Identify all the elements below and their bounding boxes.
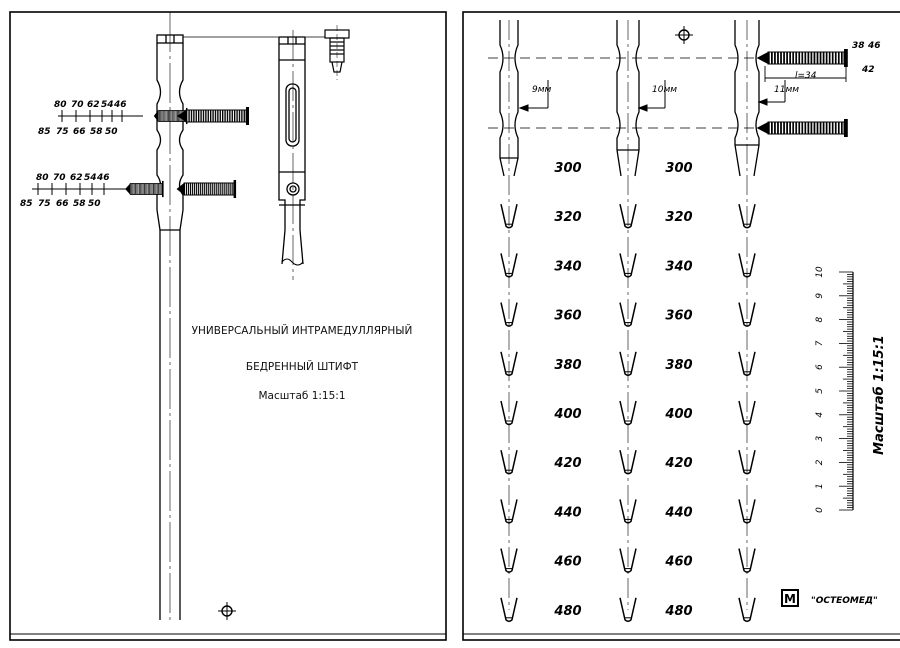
nail-length-label: 380 (665, 358, 692, 373)
nail-length-label: 440 (553, 505, 581, 520)
scale-label: 58 (73, 199, 86, 209)
nail-length-label: 360 (665, 309, 692, 324)
ruler-tick-label: 8 (815, 316, 825, 322)
scale-ruler: 0 1 2 3 4 5 6 7 8 9 10 (815, 266, 854, 513)
brand-logo: M (781, 589, 799, 607)
ruler-tick-label: 4 (815, 412, 825, 418)
end-cap (324, 25, 350, 80)
title-line-2: БЕДРЕННЫЙ ШТИФТ (246, 360, 359, 373)
screw-lower (124, 179, 237, 199)
nail-length-label: 320 (665, 210, 692, 225)
nail-10mm (616, 20, 640, 610)
scale-label: 62 (87, 100, 100, 110)
ruler-tick-label: 7 (815, 340, 825, 346)
scale-label: 54 (101, 100, 114, 110)
scale-label: 75 (38, 199, 51, 209)
screw-dimension (764, 66, 847, 82)
ruler-tick-label: 10 (815, 266, 825, 278)
screw-length-dim: l=34 (795, 71, 817, 81)
scale-label: 62 (70, 173, 83, 183)
title-line-1: УНИВЕРСАЛЬНЫЙ ИНТРАМЕДУЛЛЯРНЫЙ (192, 324, 413, 337)
scale-label: 66 (56, 199, 69, 209)
scale-label: 46 (113, 100, 127, 110)
screw-upper (153, 106, 250, 126)
screw-dim-42: 42 (861, 65, 875, 75)
length-labels: 300 300 320 320 340 340 360 360 380 380 400 400 420 4… (553, 161, 692, 619)
ruler-tick-label: 0 (815, 507, 825, 513)
nail-rod (156, 34, 184, 620)
diameter-11mm: 11мм (774, 85, 799, 95)
ruler-tick-label: 3 (815, 435, 825, 441)
nail-length-label: 400 (664, 407, 692, 422)
scale-label: 54 (84, 173, 97, 183)
screw-length-scale-lower (32, 183, 130, 195)
diameter-9mm: 9мм (532, 85, 552, 95)
registration-mark (674, 25, 694, 45)
ruler-tick-label: 2 (815, 459, 825, 465)
nail-length-label: 400 (553, 407, 581, 422)
nail-length-label: 420 (553, 456, 581, 471)
scale-label: 58 (90, 127, 103, 137)
nail-length-label: 480 (553, 604, 581, 619)
brand-name: "ОСТЕОМЕД" (811, 596, 878, 606)
nail-length-label: 380 (554, 358, 581, 373)
scale-label: 80 (54, 100, 67, 110)
nail-length-label: 460 (553, 555, 581, 570)
brand-icon (781, 589, 799, 607)
scale-label: 70 (53, 173, 66, 183)
scale-label: 80 (36, 173, 49, 183)
nail-side-view (278, 36, 306, 266)
scale-label: 70 (71, 100, 84, 110)
nail-11mm (734, 20, 760, 610)
nail-length-label: 300 (665, 161, 692, 176)
scale-label: 66 (73, 127, 86, 137)
ruler-scale-label: Масштаб 1:15:1 (872, 335, 887, 455)
diameter-callouts (518, 80, 786, 112)
diameter-10mm: 10мм (652, 85, 677, 95)
left-frame (9, 11, 447, 641)
nail-length-label: 340 (554, 259, 581, 274)
nail-length-label: 420 (664, 456, 692, 471)
ruler-tick-label: 6 (815, 364, 825, 370)
screw-length-scale-upper (58, 110, 143, 122)
screw-scale-labels-upper: 80 70 62 54 46 85 75 66 58 50 (38, 100, 127, 137)
locking-screws (756, 48, 849, 138)
nail-length-label: 480 (664, 604, 692, 619)
screw-scale-labels-lower: 80 70 62 54 46 85 75 66 58 50 (20, 173, 110, 209)
scale-label: 75 (56, 127, 69, 137)
nail-length-label: 320 (554, 210, 581, 225)
nail-9mm (499, 20, 519, 610)
title-scale: Масштаб 1:15:1 (258, 390, 345, 402)
nail-length-label: 360 (554, 309, 581, 324)
ruler-tick-label: 9 (815, 293, 825, 299)
right-frame (462, 11, 900, 641)
drawing-title: УНИВЕРСАЛЬНЫЙ ИНТРАМЕДУЛЛЯРНЫЙ БЕДРЕННЫЙ… (192, 324, 413, 402)
ruler-tick-label: 1 (815, 483, 825, 489)
registration-mark (217, 601, 237, 621)
screw-dim-46: 46 (867, 41, 881, 51)
nail-length-label: 300 (554, 161, 581, 176)
nail-length-label: 460 (664, 555, 692, 570)
scale-label: 50 (88, 199, 101, 209)
screw-dim-38: 38 (852, 41, 865, 51)
scale-label: 50 (105, 127, 118, 137)
nail-length-label: 440 (664, 505, 692, 520)
nail-length-label: 340 (665, 259, 692, 274)
svg-text:M: M (784, 592, 796, 606)
scale-label: 85 (38, 127, 51, 137)
scale-label: 85 (20, 199, 33, 209)
scale-label: 46 (96, 173, 110, 183)
ruler-tick-label: 5 (815, 388, 825, 394)
left-sheet: 80 70 62 54 46 85 75 66 58 50 80 70 62 5… (9, 11, 447, 641)
